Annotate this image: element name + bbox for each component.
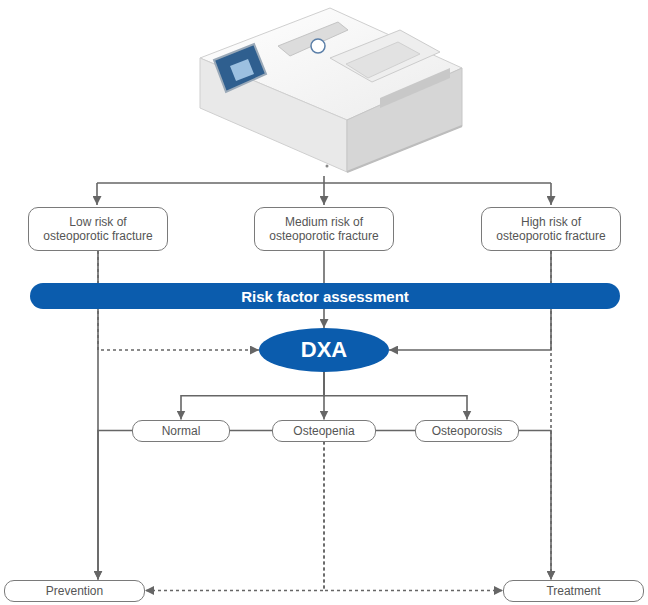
node-label: Osteoporosis (432, 424, 503, 438)
connector (181, 372, 324, 420)
risk-box: Low risk of osteoporotic fracture (28, 207, 168, 251)
risk-box: Medium risk of osteoporotic fracture (254, 207, 394, 251)
node-label: Medium risk of osteoporotic fracture (261, 215, 387, 243)
outcome-box: Treatment (503, 580, 644, 602)
node-label: Low risk of osteoporotic fracture (35, 215, 161, 243)
outcome-box: Prevention (4, 580, 145, 602)
connector (519, 431, 551, 580)
result-box: Osteoporosis (415, 420, 519, 442)
node-label: Osteopenia (293, 424, 354, 438)
result-box: Osteopenia (272, 420, 376, 442)
fork-lines (97, 176, 551, 205)
connector (324, 442, 503, 591)
node-label: DXA (301, 337, 347, 363)
connector (230, 430, 272, 432)
node-label: Treatment (546, 584, 600, 598)
node-label: Risk factor assessment (241, 288, 409, 305)
connector (324, 372, 467, 420)
dxa-ellipse: DXA (259, 328, 389, 372)
node-label: Normal (162, 424, 201, 438)
result-box: Normal (132, 420, 230, 442)
connector (376, 430, 415, 432)
node-label: Prevention (46, 584, 103, 598)
assessment-band: Risk factor assessment (30, 283, 620, 309)
risk-box: High risk of osteoporotic fracture (481, 207, 621, 251)
connector (145, 442, 324, 591)
node-label: High risk of osteoporotic fracture (488, 215, 614, 243)
bone-densitometer (200, 8, 462, 172)
connector (98, 431, 132, 580)
